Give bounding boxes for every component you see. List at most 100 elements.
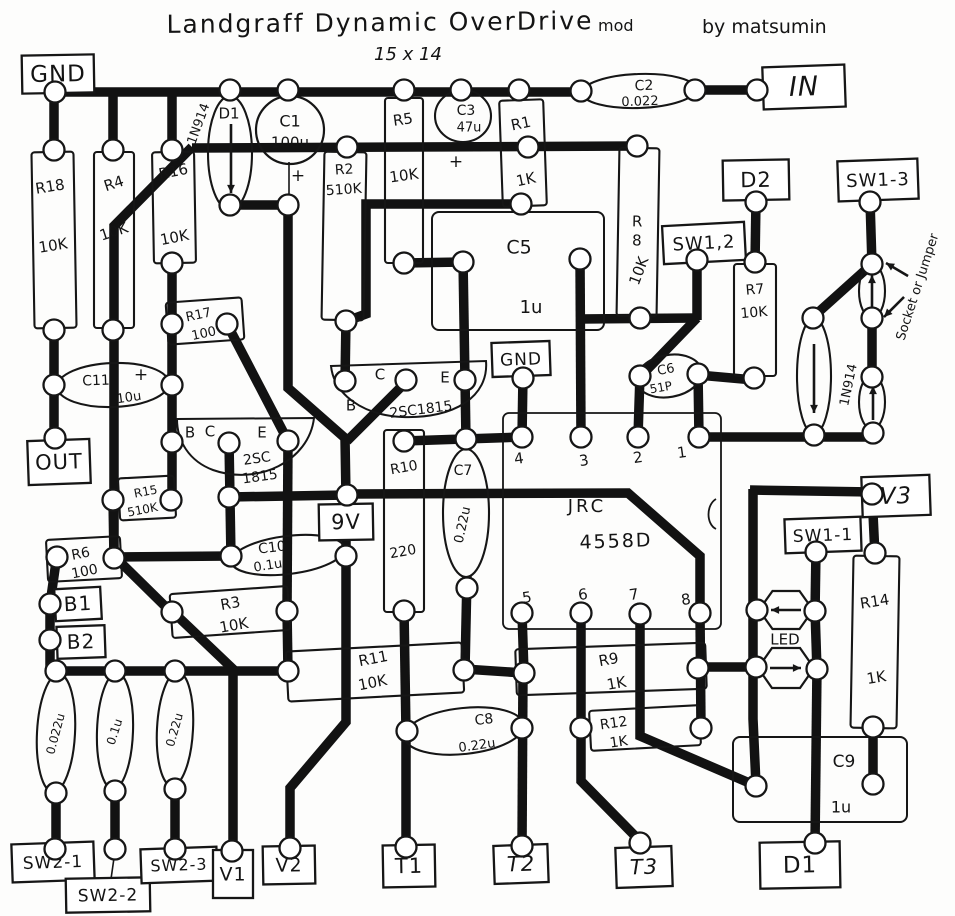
terminal-SW1-3: SW1-3	[836, 157, 920, 203]
solder-pad	[744, 190, 768, 214]
solder-pad	[516, 135, 540, 159]
solder-pad	[217, 485, 241, 509]
ic-pin-number: 5	[521, 588, 533, 607]
resistor-label: R6	[70, 545, 91, 564]
solder-pad	[275, 599, 299, 623]
solder-pad	[392, 251, 416, 275]
solder-pad	[38, 628, 62, 652]
ic-pin-number: 2	[632, 448, 644, 467]
terminal-label: V1	[219, 864, 246, 886]
solder-pad	[392, 78, 416, 102]
capacitor-value: 0.1u	[104, 717, 126, 747]
solder-pad	[276, 659, 300, 683]
copper-trace	[517, 671, 528, 848]
solder-pad	[219, 544, 243, 568]
capacitor-value: 0.1u	[253, 556, 284, 575]
solder-pad	[163, 659, 187, 683]
solder-pad	[860, 252, 884, 276]
solder-pad	[218, 193, 242, 217]
copper-trace	[228, 490, 348, 502]
terminal-label: IN	[788, 71, 819, 103]
diode-part-number: 1N914	[837, 363, 861, 408]
solder-pad	[395, 719, 419, 743]
resistor-outline	[849, 554, 901, 730]
solder-pad	[628, 602, 652, 626]
solder-pad	[276, 429, 300, 453]
resistor-label: R9	[597, 649, 620, 670]
transistor-pin-letter: C	[205, 423, 215, 441]
author-label: by matsumin	[702, 16, 827, 38]
solder-pad	[861, 421, 885, 445]
terminal-SW2-1: SW2-1	[10, 840, 96, 884]
solder-pad	[215, 312, 239, 336]
capacitor-value: 51P	[649, 379, 674, 397]
solder-pad	[452, 658, 476, 682]
solder-pad	[454, 427, 478, 451]
capacitor-C2: C20.022	[580, 72, 698, 110]
resistor-value: 510K	[325, 181, 363, 200]
mod-label: mod	[598, 16, 634, 35]
terminal-label: GND	[500, 349, 543, 370]
terminal-T1: T1	[381, 843, 437, 889]
solder-pad	[335, 483, 359, 507]
solder-pad	[220, 839, 244, 863]
solder-pad	[744, 774, 768, 798]
copper-trace	[575, 256, 586, 438]
capacitor-label: C3	[457, 103, 476, 119]
terminal-label: SW2-3	[150, 855, 208, 876]
transistor-pin-letter: C	[375, 366, 385, 384]
resistor-label: R	[632, 212, 643, 230]
solder-pad	[802, 423, 826, 447]
arrow-head	[227, 184, 235, 193]
terminal-label: D1	[783, 852, 818, 879]
terminal-T2: T2	[492, 842, 550, 886]
resistor-value: 10K	[159, 226, 192, 249]
solder-pad	[42, 373, 66, 397]
copper-trace	[191, 141, 639, 153]
terminal-OUT: OUT	[26, 437, 92, 487]
copper-trace	[168, 607, 238, 852]
terminal-GND: GND	[20, 53, 96, 95]
solder-pad	[163, 777, 187, 801]
solder-pad	[510, 834, 534, 858]
copper-trace	[110, 552, 176, 617]
terminal-label: B2	[66, 629, 95, 654]
ic-notch	[707, 498, 717, 530]
copper-trace	[748, 489, 761, 786]
capacitor-label: C1	[279, 112, 300, 131]
copper-trace	[458, 258, 470, 382]
solder-pad	[745, 598, 769, 622]
terminal-label: T3	[629, 855, 658, 880]
capacitor-value: 1u	[831, 798, 851, 817]
page-title: Landgraff Dynamic OverDrive	[166, 6, 594, 39]
resistor-label: R18	[34, 175, 66, 197]
terminal-label: SW1-1	[793, 525, 854, 547]
solder-pad	[744, 655, 768, 679]
resistor-label: R2	[334, 161, 354, 178]
resistor-label: R1	[509, 113, 532, 135]
transistor-pin-letter: E	[257, 424, 266, 442]
capacitor-value: 0.22u	[458, 736, 497, 756]
solder-pad	[803, 599, 827, 623]
resistor-label: R11	[357, 647, 389, 670]
resistor-R2: R2 510K	[320, 150, 368, 322]
solder-pad	[507, 78, 531, 102]
terminal-label: SW1-3	[846, 169, 910, 192]
solder-pad	[686, 362, 710, 386]
capacitor-label: C10	[257, 538, 286, 557]
terminal-D1: D1	[758, 840, 842, 890]
solder-pad	[335, 135, 359, 159]
resistor-label: 8	[632, 231, 642, 249]
solder-pad	[276, 193, 300, 217]
solder-pad	[217, 431, 241, 455]
solder-pad	[510, 601, 534, 625]
terminal-label: SW2-1	[23, 852, 84, 874]
solder-pad	[43, 426, 67, 450]
solder-pad	[625, 134, 649, 158]
